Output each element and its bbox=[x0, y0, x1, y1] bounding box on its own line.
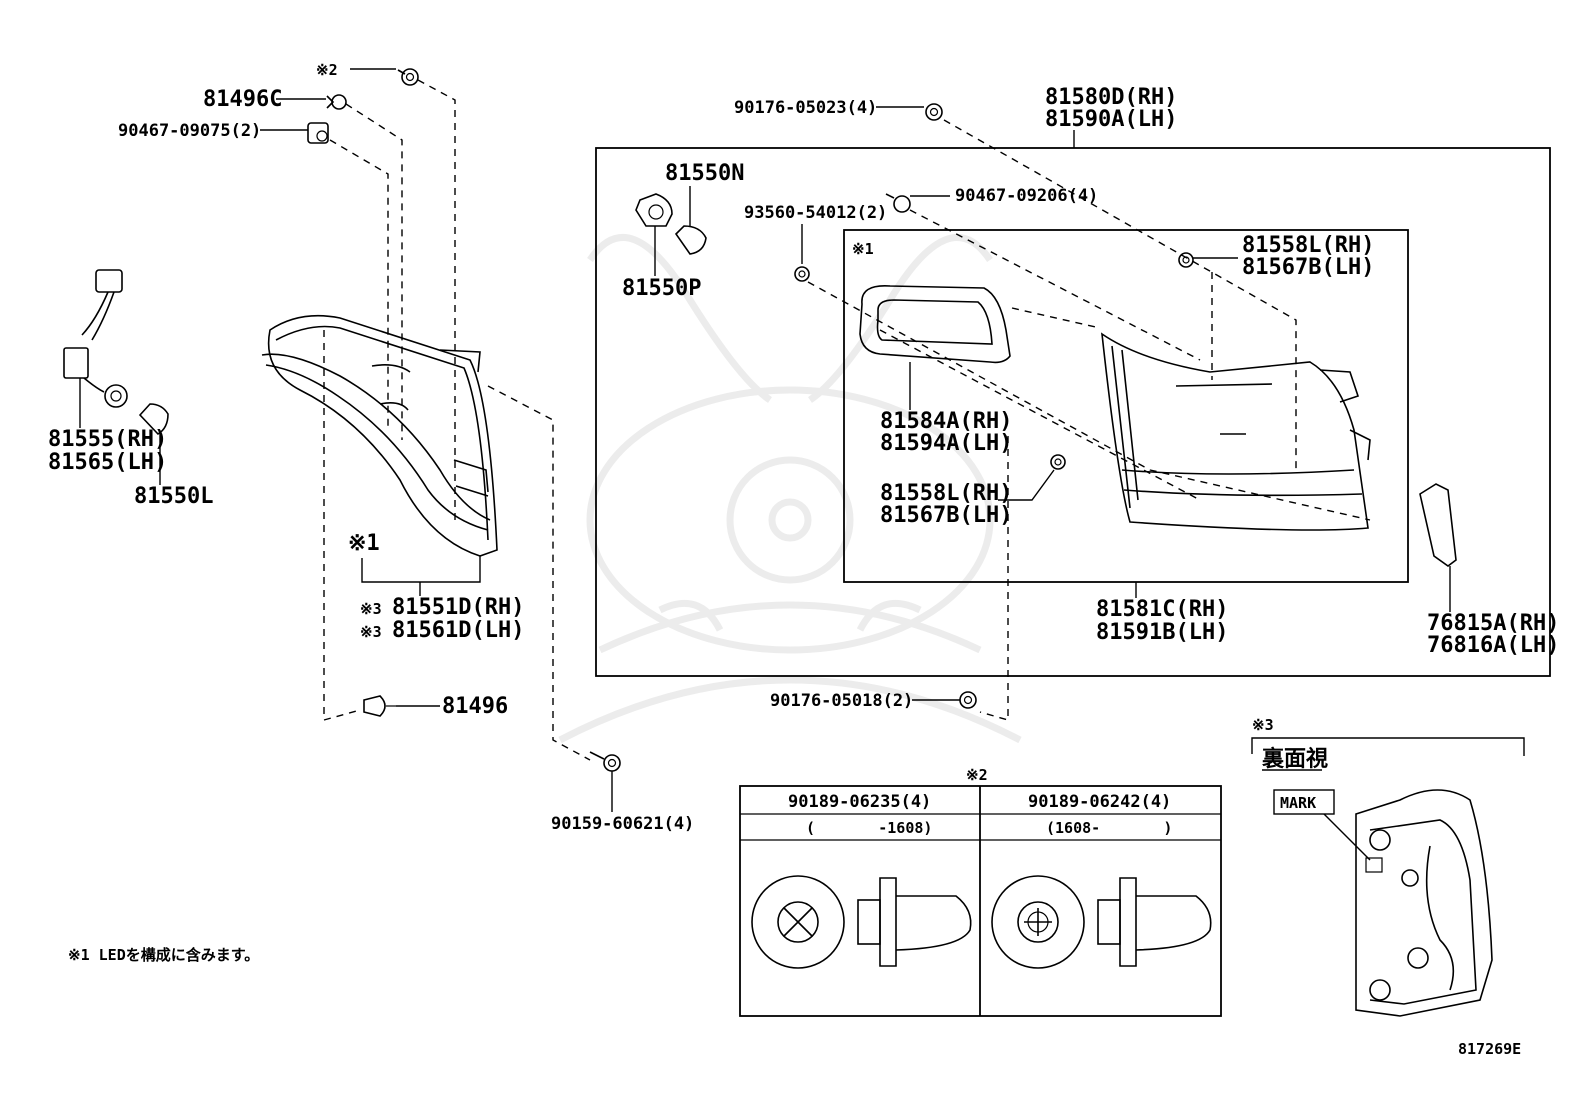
mark-label: MARK bbox=[1280, 794, 1316, 812]
fastener-side-view-icon bbox=[1097, 877, 1212, 967]
assembly-guide bbox=[1011, 307, 1101, 329]
table-col1-range: ( -1608) bbox=[806, 819, 932, 837]
assembly-guide bbox=[807, 281, 1371, 521]
mark-box bbox=[1273, 789, 1335, 815]
assembly-guide bbox=[345, 103, 403, 440]
assembly-guide bbox=[487, 385, 554, 555]
leader-line bbox=[998, 469, 1055, 501]
gasket-icon bbox=[859, 285, 1011, 364]
table-col2-part: 90189-06242(4) bbox=[1028, 792, 1171, 812]
part-90159-label: 90159-60621(4) bbox=[551, 814, 694, 834]
bulb-icon bbox=[138, 403, 169, 436]
part-76816A-label: 76816A(LH) bbox=[1427, 633, 1559, 658]
clip-icon bbox=[1050, 454, 1066, 470]
clip-icon bbox=[363, 695, 396, 717]
part-90176-05023-label: 90176-05023(4) bbox=[734, 98, 877, 118]
socket-harness-icon bbox=[63, 269, 128, 408]
note-2-table-label: ※2 bbox=[966, 766, 988, 784]
table-col2-range: (1608- ) bbox=[1046, 819, 1172, 837]
footnote: ※1 LEDを構成に含みます。 bbox=[68, 946, 259, 964]
part-81590A-label: 81590A(LH) bbox=[1045, 107, 1177, 132]
assembly-guide bbox=[979, 436, 1009, 721]
part-81565-label: 81565(LH) bbox=[48, 450, 167, 475]
nut-clip-icon bbox=[307, 122, 329, 144]
assembly-guide bbox=[909, 209, 1201, 361]
assembly-guide bbox=[329, 139, 389, 430]
fastener-side-view-icon bbox=[857, 877, 972, 967]
clip-nut-icon bbox=[925, 103, 943, 121]
part-81594A-label: 81594A(LH) bbox=[880, 431, 1012, 456]
note-3-label: ※3 bbox=[360, 623, 382, 641]
bracket-line bbox=[1251, 737, 1525, 756]
note-3-rear-label: ※3 bbox=[1252, 716, 1274, 734]
part-90176-05018-label: 90176-05018(2) bbox=[770, 691, 913, 711]
rear-view-label: 裏面視 bbox=[1262, 746, 1328, 772]
tail-lamp-outer-icon bbox=[261, 314, 498, 557]
clip-icon bbox=[1178, 252, 1194, 268]
part-90467-09206-label: 90467-09206(4) bbox=[955, 186, 1098, 206]
part-81558L-label: 81558L(RH) bbox=[1242, 233, 1374, 258]
part-81550N-label: 81550N bbox=[665, 161, 744, 186]
table-col1-part: 90189-06235(4) bbox=[788, 792, 931, 812]
part-81581C-label: 81581C(RH) bbox=[1096, 597, 1228, 622]
screw-icon bbox=[397, 68, 419, 86]
part-81584A-label: 81584A(RH) bbox=[880, 409, 1012, 434]
assembly-guide bbox=[552, 555, 591, 761]
leader-line bbox=[1323, 813, 1371, 861]
part-81580D-label: 81580D(RH) bbox=[1045, 85, 1177, 110]
bulb-icon bbox=[674, 225, 707, 255]
part-81550L-label: 81550L bbox=[134, 484, 213, 509]
rear-housing-icon bbox=[1355, 789, 1493, 1017]
note-1-label: ※1 bbox=[852, 240, 874, 258]
part-90467-09075-label: 90467-09075(2) bbox=[118, 121, 261, 141]
lamp-assembly-box bbox=[595, 147, 1551, 677]
socket-icon bbox=[635, 193, 673, 227]
clip-nut-icon bbox=[959, 691, 977, 709]
note-2-label: ※2 bbox=[316, 61, 338, 79]
screw-icon bbox=[589, 751, 621, 772]
part-81561D-label: 81561D(LH) bbox=[392, 618, 524, 643]
part-81551D-label: 81551D(RH) bbox=[392, 595, 524, 620]
part-93560-label: 93560-54012(2) bbox=[744, 203, 887, 223]
note-1-label: ※1 bbox=[348, 531, 380, 556]
led-subassembly-box bbox=[843, 229, 1409, 583]
part-81550P-label: 81550P bbox=[622, 276, 701, 301]
assembly-guide bbox=[323, 330, 361, 721]
fastener-top-view-icon bbox=[991, 875, 1085, 969]
part-81496C-label: 81496C bbox=[203, 87, 282, 112]
bracket-line bbox=[361, 556, 481, 583]
part-81567B-label: 81567B(LH) bbox=[1242, 255, 1374, 280]
inner-lamp-unit-icon bbox=[1101, 332, 1371, 531]
clip-icon bbox=[326, 94, 347, 110]
fastener-top-view-icon bbox=[751, 875, 845, 969]
note-3-label: ※3 bbox=[360, 600, 382, 618]
part-81555-label: 81555(RH) bbox=[48, 427, 167, 452]
diagram-id: 817269E bbox=[1458, 1040, 1521, 1058]
assembly-guide bbox=[417, 79, 456, 520]
part-76815A-label: 76815A(RH) bbox=[1427, 611, 1559, 636]
assembly-guide bbox=[943, 119, 1297, 470]
screw-icon bbox=[794, 266, 810, 282]
part-81591B-label: 81591B(LH) bbox=[1096, 620, 1228, 645]
reflector-piece-icon bbox=[1419, 483, 1457, 567]
part-81558L-mid-label: 81558L(RH) bbox=[880, 481, 1012, 506]
watermark-emblem bbox=[558, 234, 1022, 744]
part-81567B-mid-label: 81567B(LH) bbox=[880, 503, 1012, 528]
part-81496-label: 81496 bbox=[442, 694, 508, 719]
clip-icon bbox=[885, 193, 911, 213]
